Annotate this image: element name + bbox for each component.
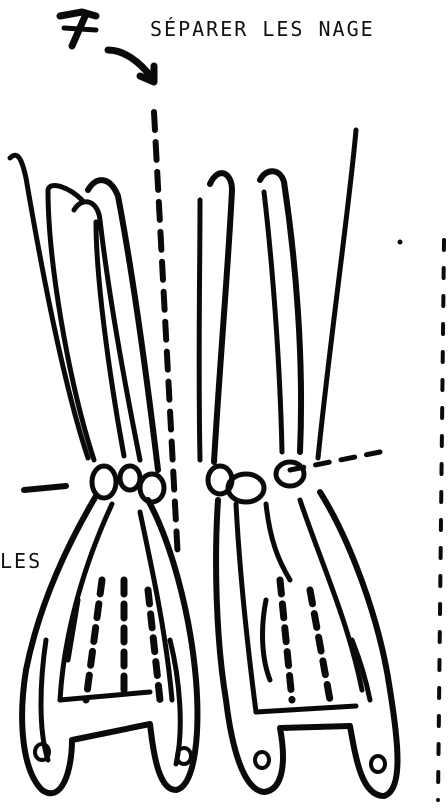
vertical-separation-line bbox=[154, 112, 178, 560]
side-label: LES bbox=[0, 549, 42, 573]
left-leg bbox=[10, 155, 158, 470]
right-edge-dashed-line bbox=[438, 240, 444, 800]
left-fin bbox=[22, 496, 197, 793]
ankle-joints bbox=[92, 462, 304, 502]
step-number-7 bbox=[60, 12, 96, 46]
instruction-text: SÉPARER LES NAGE bbox=[150, 17, 375, 41]
right-fin bbox=[216, 492, 397, 796]
ink-dot bbox=[398, 240, 403, 245]
curved-arrow-icon bbox=[108, 50, 154, 82]
right-leg bbox=[199, 130, 356, 462]
